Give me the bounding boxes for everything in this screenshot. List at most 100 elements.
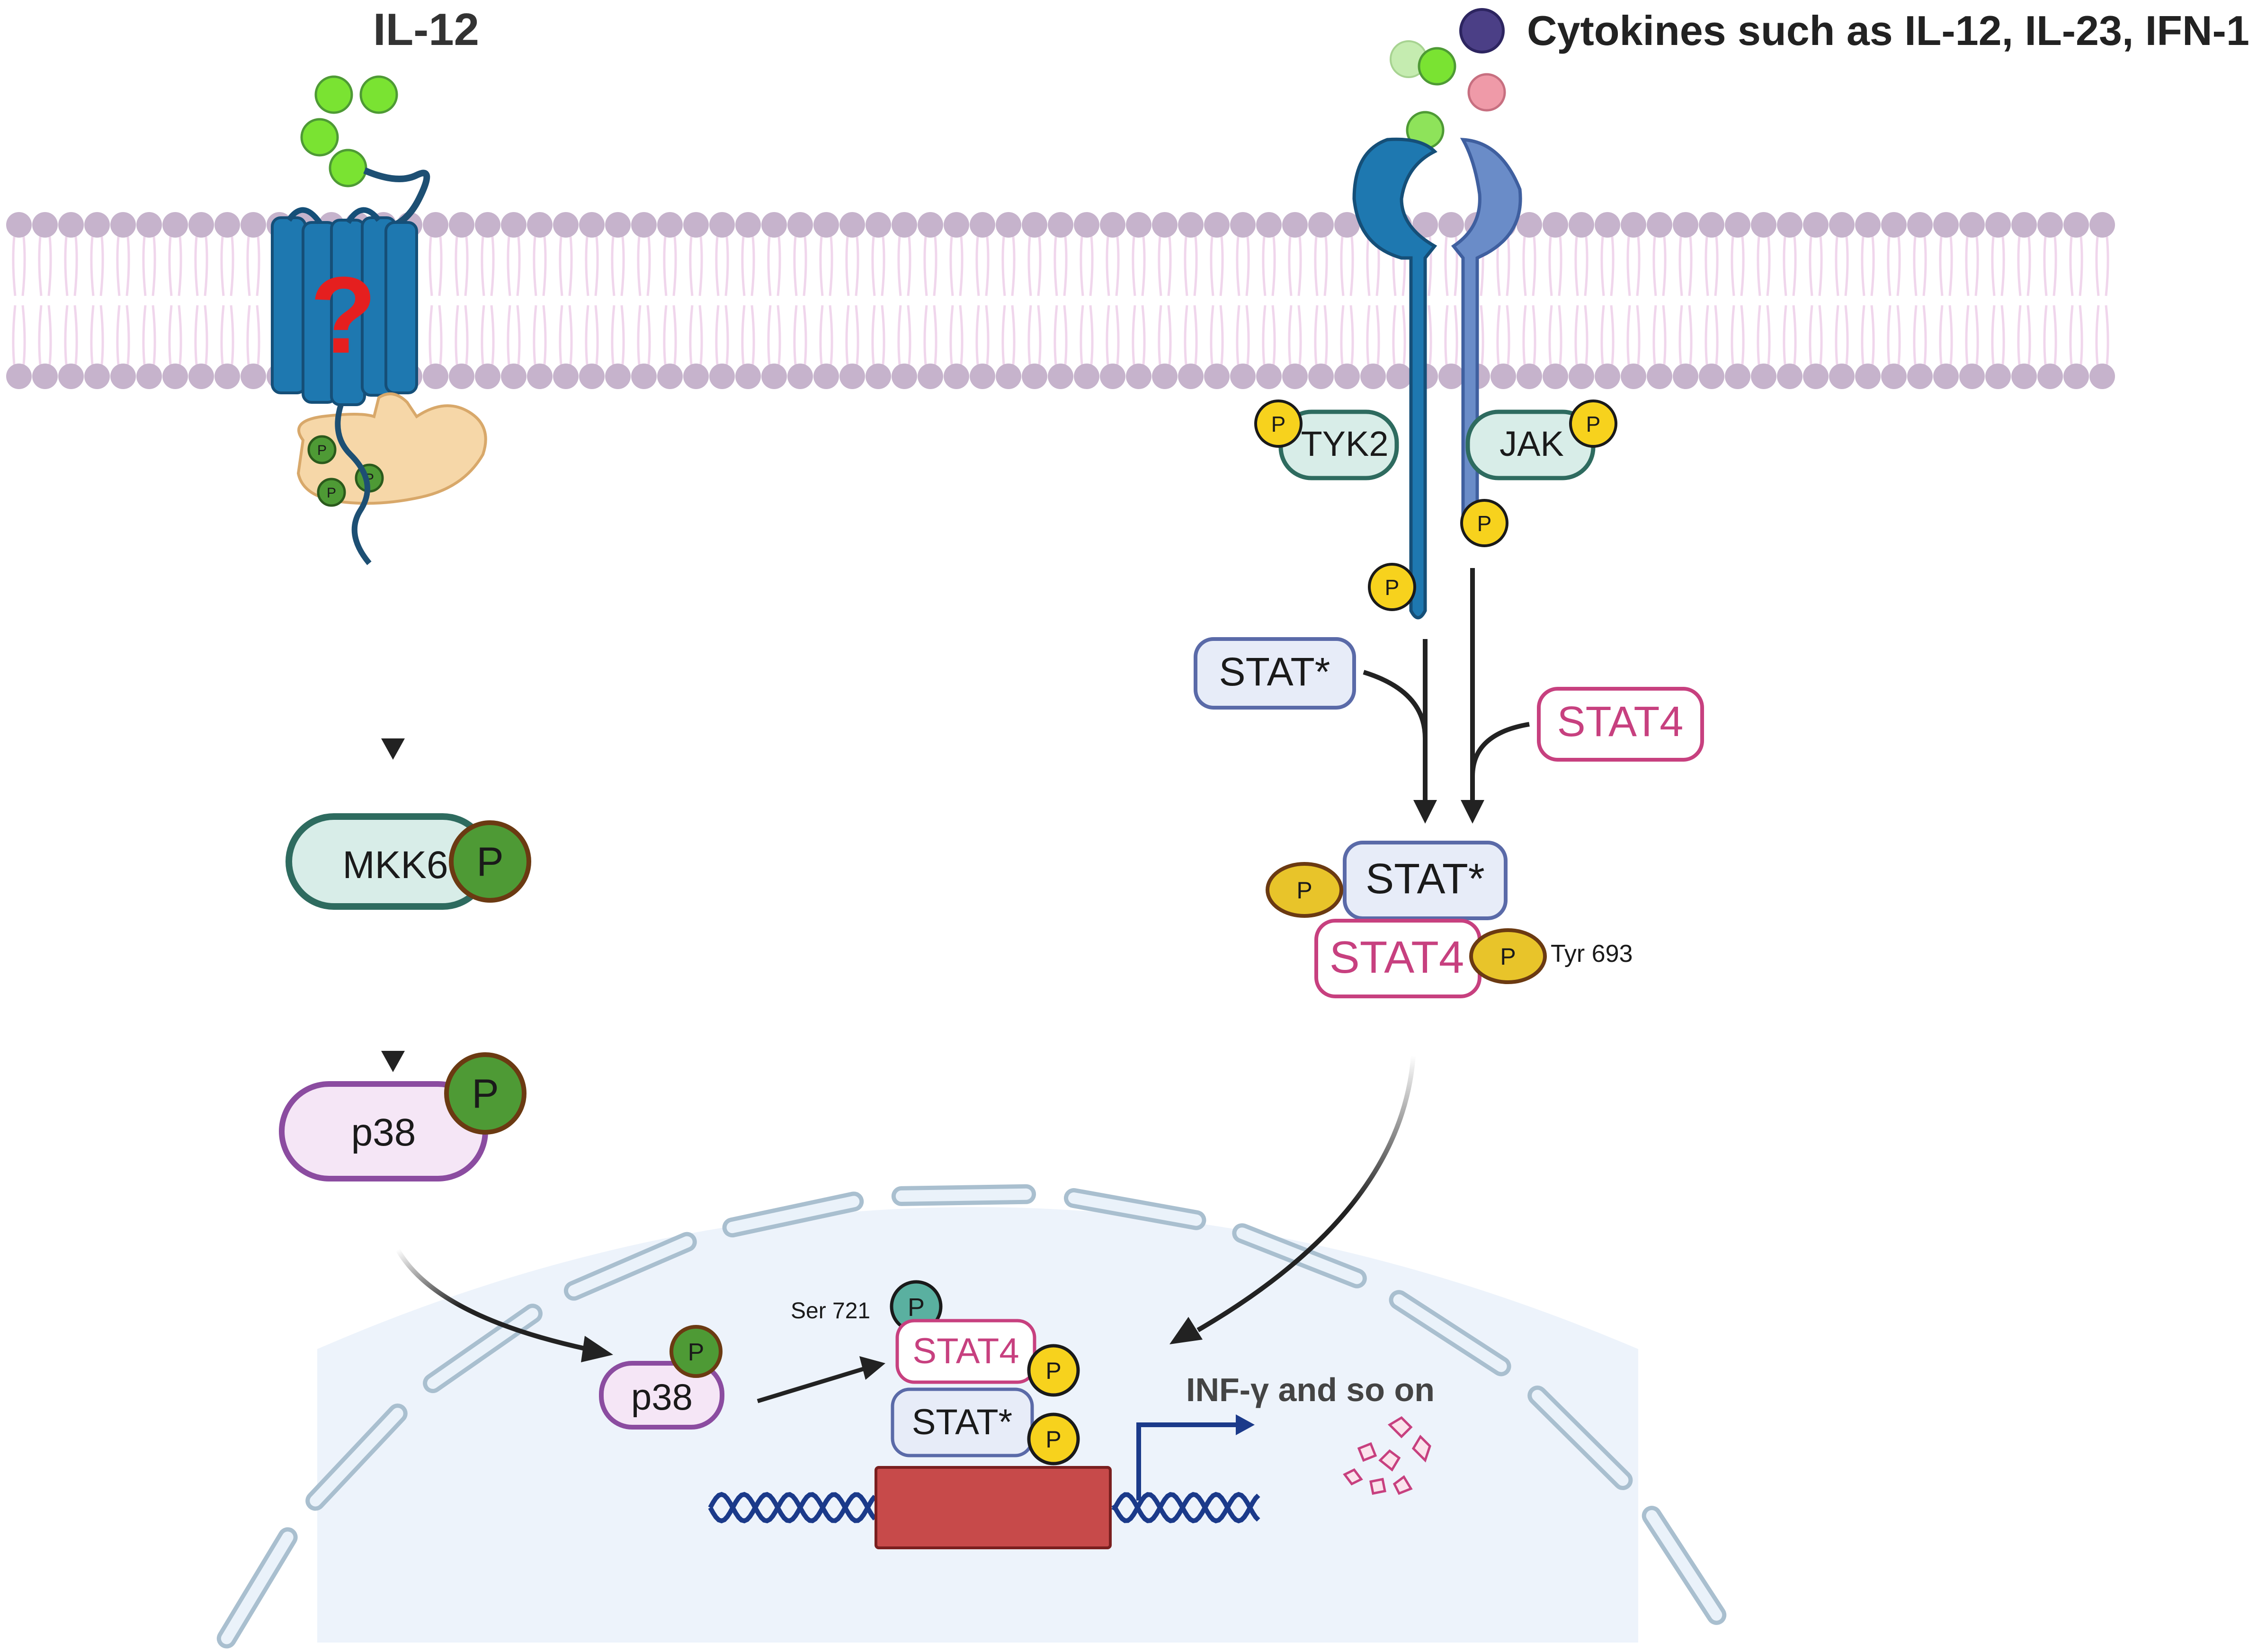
lipid-head [2037, 364, 2063, 389]
lipid-tail [455, 236, 469, 365]
lipid-head [918, 364, 943, 389]
arrowhead [581, 1336, 613, 1362]
lipid-head [2089, 364, 2115, 389]
lipid-head [136, 364, 162, 389]
lipid-tail [1548, 236, 1562, 365]
lipid-head [1022, 212, 1047, 238]
lipid-head [657, 364, 683, 389]
lipid-head [1282, 212, 1308, 238]
lipid-tail [1262, 236, 1276, 365]
lipid-head [1855, 364, 1881, 389]
nuclear-p38-node: p38 P [599, 1325, 724, 1430]
lipid-tail [1001, 236, 1016, 365]
lipid-head [1308, 212, 1334, 238]
lipid-head [1438, 212, 1464, 238]
nuclear-envelope-segment [1393, 1294, 1507, 1372]
receptor-loop [363, 167, 430, 231]
receptor-top-loops [286, 207, 381, 224]
lipid-head [1230, 364, 1256, 389]
lipid-head [1647, 364, 1672, 389]
lipid-tail [1158, 236, 1172, 365]
lipid-head [1256, 212, 1282, 238]
lipid-head [188, 364, 214, 389]
lipid-head [1256, 364, 1282, 389]
lipid-head [1985, 364, 2011, 389]
lipid-tail [689, 236, 703, 365]
lipid-head [553, 212, 579, 238]
lipid-head [1334, 212, 1360, 238]
ser-phospho-label: P [908, 1293, 925, 1322]
ser-label: Ser 721 [791, 1298, 870, 1323]
lipid-head [6, 364, 32, 389]
lipid-head [2011, 212, 2037, 238]
ligand-dot [300, 118, 339, 157]
lipid-head [1959, 212, 1985, 238]
lipid-head [579, 364, 605, 389]
lipid-tail [975, 236, 990, 365]
lipid-head [1595, 364, 1620, 389]
lipid-head [1334, 364, 1360, 389]
lipid-head [2011, 364, 2037, 389]
lipid-head [1699, 364, 1724, 389]
lipid-tail [507, 236, 521, 365]
lipid-tail [2017, 236, 2031, 365]
lipid-head [1178, 212, 1204, 238]
lipid-tail [246, 236, 260, 365]
lipid-head [892, 364, 917, 389]
lipid-tail [481, 236, 495, 365]
tyk2-phospho [1254, 400, 1303, 448]
cytokine-fragment [1369, 1478, 1386, 1495]
receptor-chain-1 [1352, 137, 1437, 620]
lipid-tail [194, 236, 208, 365]
lipid-head [892, 212, 917, 238]
lipid-head [1569, 212, 1594, 238]
lipid-head [423, 364, 448, 389]
lipid-head [1517, 212, 1542, 238]
mkk6-node: MKK6 P [286, 813, 531, 910]
lipid-head [1022, 364, 1047, 389]
lipid-head [970, 212, 995, 238]
lipid-head [1751, 212, 1776, 238]
arrow-complex-into-nucleus [1196, 1055, 1416, 1332]
lipid-head [1725, 212, 1750, 238]
lipid-head [1855, 212, 1881, 238]
jak-node: JAK P [1465, 400, 1617, 480]
lipid-tail [1757, 236, 1771, 365]
phospho-label: P [317, 443, 327, 458]
legend-label: Cytokines such as IL-12, IL-23, IFN-1 [1527, 7, 2249, 54]
lipid-tail [533, 236, 547, 365]
ligand-dot [1418, 47, 1456, 86]
nuclear-envelope-segment [221, 1531, 294, 1644]
ligand-dot [314, 75, 353, 114]
lipid-tail [1939, 236, 1953, 365]
arrow-p38-to-stat4 [757, 1366, 867, 1403]
cytokine-fragment [1357, 1442, 1377, 1462]
cytokine-ligands [1390, 40, 1506, 150]
lipid-head [813, 364, 839, 389]
lipid-head [32, 212, 58, 238]
lipid-tail [1236, 236, 1250, 365]
lipid-tail [923, 236, 937, 365]
tyr-label: Tyr 693 [1551, 940, 1633, 968]
lipid-tail [12, 236, 26, 365]
lipid-head [1699, 212, 1724, 238]
lipid-head [970, 364, 995, 389]
lipid-head [605, 212, 631, 238]
lipid-head [1933, 212, 1959, 238]
nuclear-stat4-label: STAT4 [912, 1331, 1019, 1371]
lipid-head [1647, 212, 1672, 238]
lipid-head [996, 212, 1021, 238]
title-il12: IL-12 [373, 4, 479, 55]
arrowhead [1169, 1317, 1203, 1344]
lipid-head [58, 364, 84, 389]
stat4-node: STAT4 [1537, 687, 1704, 762]
dna-strand [708, 1492, 1260, 1524]
lipid-head [1438, 364, 1464, 389]
lipid-head [1048, 212, 1073, 238]
lipid-head [1282, 364, 1308, 389]
receptor-phospho-sites: P P [1368, 499, 1508, 611]
lipid-head [1829, 212, 1855, 238]
lipid-tail [585, 236, 599, 365]
nuclear-stat4-phospho [1027, 1344, 1080, 1397]
lipid-head [2063, 364, 2089, 389]
